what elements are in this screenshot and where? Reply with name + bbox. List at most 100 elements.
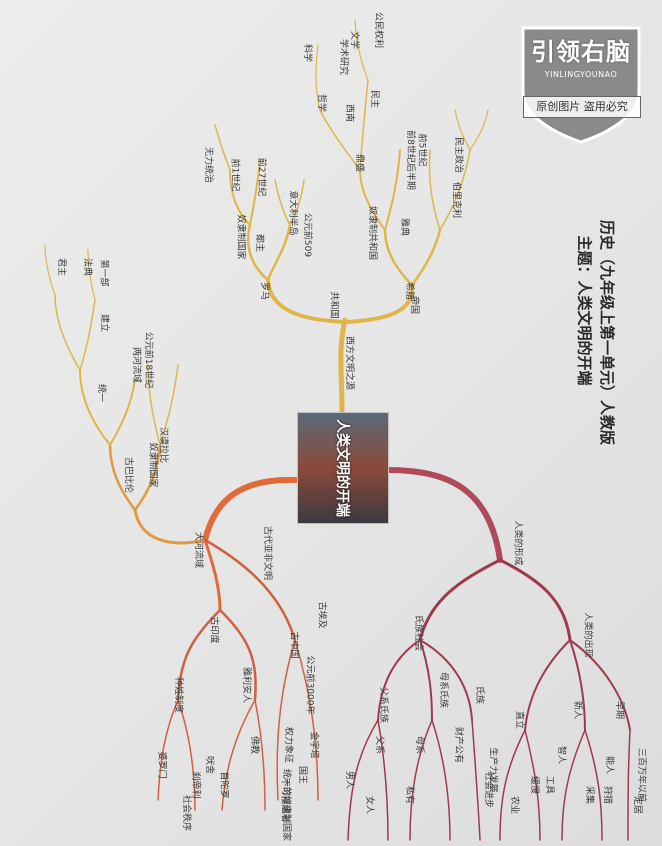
branch-india bbox=[176, 608, 222, 702]
node-label-n16: 前5世纪 bbox=[416, 133, 427, 167]
node-label-n32: 统一 bbox=[96, 383, 107, 403]
node-label-n62: 智人 bbox=[556, 745, 567, 765]
node-label-n23: 民主政治 bbox=[453, 136, 464, 174]
branch-clan-a2 bbox=[377, 719, 389, 841]
node-label-n13: 奴隶制共和国 bbox=[367, 205, 378, 261]
node-label-n61: 早期 bbox=[614, 700, 625, 720]
node-label-n41: 古中国 bbox=[288, 631, 299, 659]
node-label-n77: 工具 bbox=[544, 775, 555, 795]
branch-clan-a bbox=[377, 639, 421, 721]
branch-rome-b1 bbox=[274, 179, 291, 226]
branch-river-valley-left bbox=[133, 508, 207, 545]
branch-babylon-b bbox=[109, 379, 136, 446]
node-label-n25: 西南 bbox=[344, 103, 355, 123]
node-label-n79: 狩猎 bbox=[602, 785, 613, 805]
branch-rome-b2 bbox=[289, 179, 305, 226]
branch-rome bbox=[266, 278, 347, 324]
branch-clan-c1 bbox=[471, 719, 481, 841]
node-label-n50: 公元前3000年 bbox=[304, 655, 315, 715]
node-label-n76: 缓慢 bbox=[529, 775, 540, 795]
branch-clan bbox=[418, 558, 502, 642]
node-label-n70: 财产公有 bbox=[453, 726, 464, 764]
branch-babylon-a2a bbox=[87, 249, 96, 301]
branch-india-a bbox=[157, 699, 179, 801]
center-topic-image: 人类文明的开端 bbox=[297, 412, 389, 524]
node-label-n12: 无力统治 bbox=[203, 146, 214, 184]
node-label-n37: 两河流域 bbox=[131, 346, 142, 384]
branch-appearance-c1 bbox=[627, 729, 631, 841]
logo-subtitle: YINLINGYOUNAO bbox=[544, 70, 618, 79]
node-label-n7: 都主 bbox=[254, 233, 265, 253]
node-label-n33: 建立 bbox=[99, 313, 110, 333]
node-label-n30: 古巴比伦 bbox=[123, 456, 134, 494]
branch-appearance-a1 bbox=[499, 729, 526, 841]
branch-babylon-2 bbox=[133, 443, 162, 512]
branch-rome-a2 bbox=[249, 159, 261, 226]
node-label-n57: 人类的出现 bbox=[582, 612, 593, 658]
branch-greece-b2 bbox=[439, 149, 471, 231]
branch-egypt-a bbox=[221, 699, 256, 811]
node-label-n47: 雅利安人 bbox=[241, 666, 252, 704]
branch-babylon bbox=[108, 443, 137, 512]
node-label-n72: 女人 bbox=[364, 795, 375, 815]
node-label-n28: 大河流域 bbox=[193, 531, 204, 569]
branch-china bbox=[203, 538, 297, 642]
node-label-n65: 母系氏族 bbox=[438, 671, 449, 709]
node-label-n46: 首陀罗 bbox=[218, 771, 229, 799]
branch-babylon-a1 bbox=[54, 294, 81, 371]
node-label-n19: 哲学 bbox=[316, 93, 327, 113]
trunk-west-branch bbox=[338, 317, 348, 415]
branch-appearance-b bbox=[569, 639, 586, 731]
node-label-n44: 刹帝利 bbox=[190, 771, 201, 799]
node-label-n17: 伯里克利 bbox=[451, 181, 462, 219]
branch-greece-a1 bbox=[359, 169, 386, 231]
branch-appearance-c bbox=[569, 639, 631, 731]
node-label-n35: 法典 bbox=[82, 257, 93, 277]
logo-name: 引领右脑 bbox=[531, 38, 631, 66]
node-label-n71: 男人 bbox=[344, 770, 355, 790]
trunk-asia-africa bbox=[202, 476, 300, 543]
branch-rome-a bbox=[246, 223, 270, 282]
branch-rome-a1 bbox=[229, 169, 251, 226]
branch-greece-b1 bbox=[428, 149, 441, 231]
node-label-n21: 学术研究 bbox=[338, 38, 349, 76]
branch-greece bbox=[343, 283, 415, 324]
node-label-n39: 奴隶制国家 bbox=[147, 442, 158, 488]
branch-appearance-b1 bbox=[561, 729, 586, 841]
node-label-n48: 佛教 bbox=[249, 735, 260, 755]
title-theme: 主题：人类文明的开端 bbox=[575, 235, 594, 386]
branch-greece-a1b bbox=[359, 79, 369, 171]
branch-appearance-a bbox=[524, 639, 571, 731]
branch-appearance-a2 bbox=[524, 729, 541, 841]
trunk-human bbox=[384, 467, 503, 563]
node-label-n78: 采集 bbox=[584, 785, 595, 805]
branch-greece-a1a1 bbox=[315, 44, 321, 111]
branch-india-b bbox=[177, 699, 196, 811]
branch-rome-b bbox=[266, 223, 292, 282]
node-label-n34: 第一部 bbox=[98, 259, 109, 287]
node-label-n26: 民主 bbox=[369, 89, 380, 109]
node-label-n29: 古埃及 bbox=[316, 601, 327, 629]
node-label-n73: 私有 bbox=[404, 785, 415, 805]
node-label-n81: 定居 bbox=[632, 795, 643, 815]
branch-clan-a1 bbox=[347, 719, 379, 841]
node-label-n22: 文学 bbox=[349, 30, 360, 50]
node-label-n45: 吠舍 bbox=[204, 755, 215, 775]
node-label-n38: 公元前18世纪 bbox=[143, 331, 154, 389]
branch-babylon-2a bbox=[147, 364, 161, 446]
branch-egypt-b bbox=[254, 699, 266, 811]
node-label-n14: 雅典 bbox=[399, 217, 410, 237]
node-label-n64: 三百万年以前 bbox=[636, 747, 647, 803]
branch-greece-b2b bbox=[469, 109, 489, 151]
branch-rome-a1a bbox=[214, 124, 231, 171]
node-label-n66: 父系氏族 bbox=[378, 686, 389, 724]
node-label-n69: 社会进步 bbox=[483, 771, 494, 809]
node-label-n4: 共和国 bbox=[328, 291, 339, 319]
node-label-n2: 罗马 bbox=[259, 281, 270, 301]
node-label-n11: 前1世纪 bbox=[229, 158, 240, 192]
branch-china-a bbox=[276, 639, 296, 801]
node-label-n31: 汉谟拉比 bbox=[158, 426, 169, 464]
node-label-n9: 意大利半岛 bbox=[287, 190, 298, 236]
node-label-n58: 氏族社会 bbox=[413, 614, 424, 652]
